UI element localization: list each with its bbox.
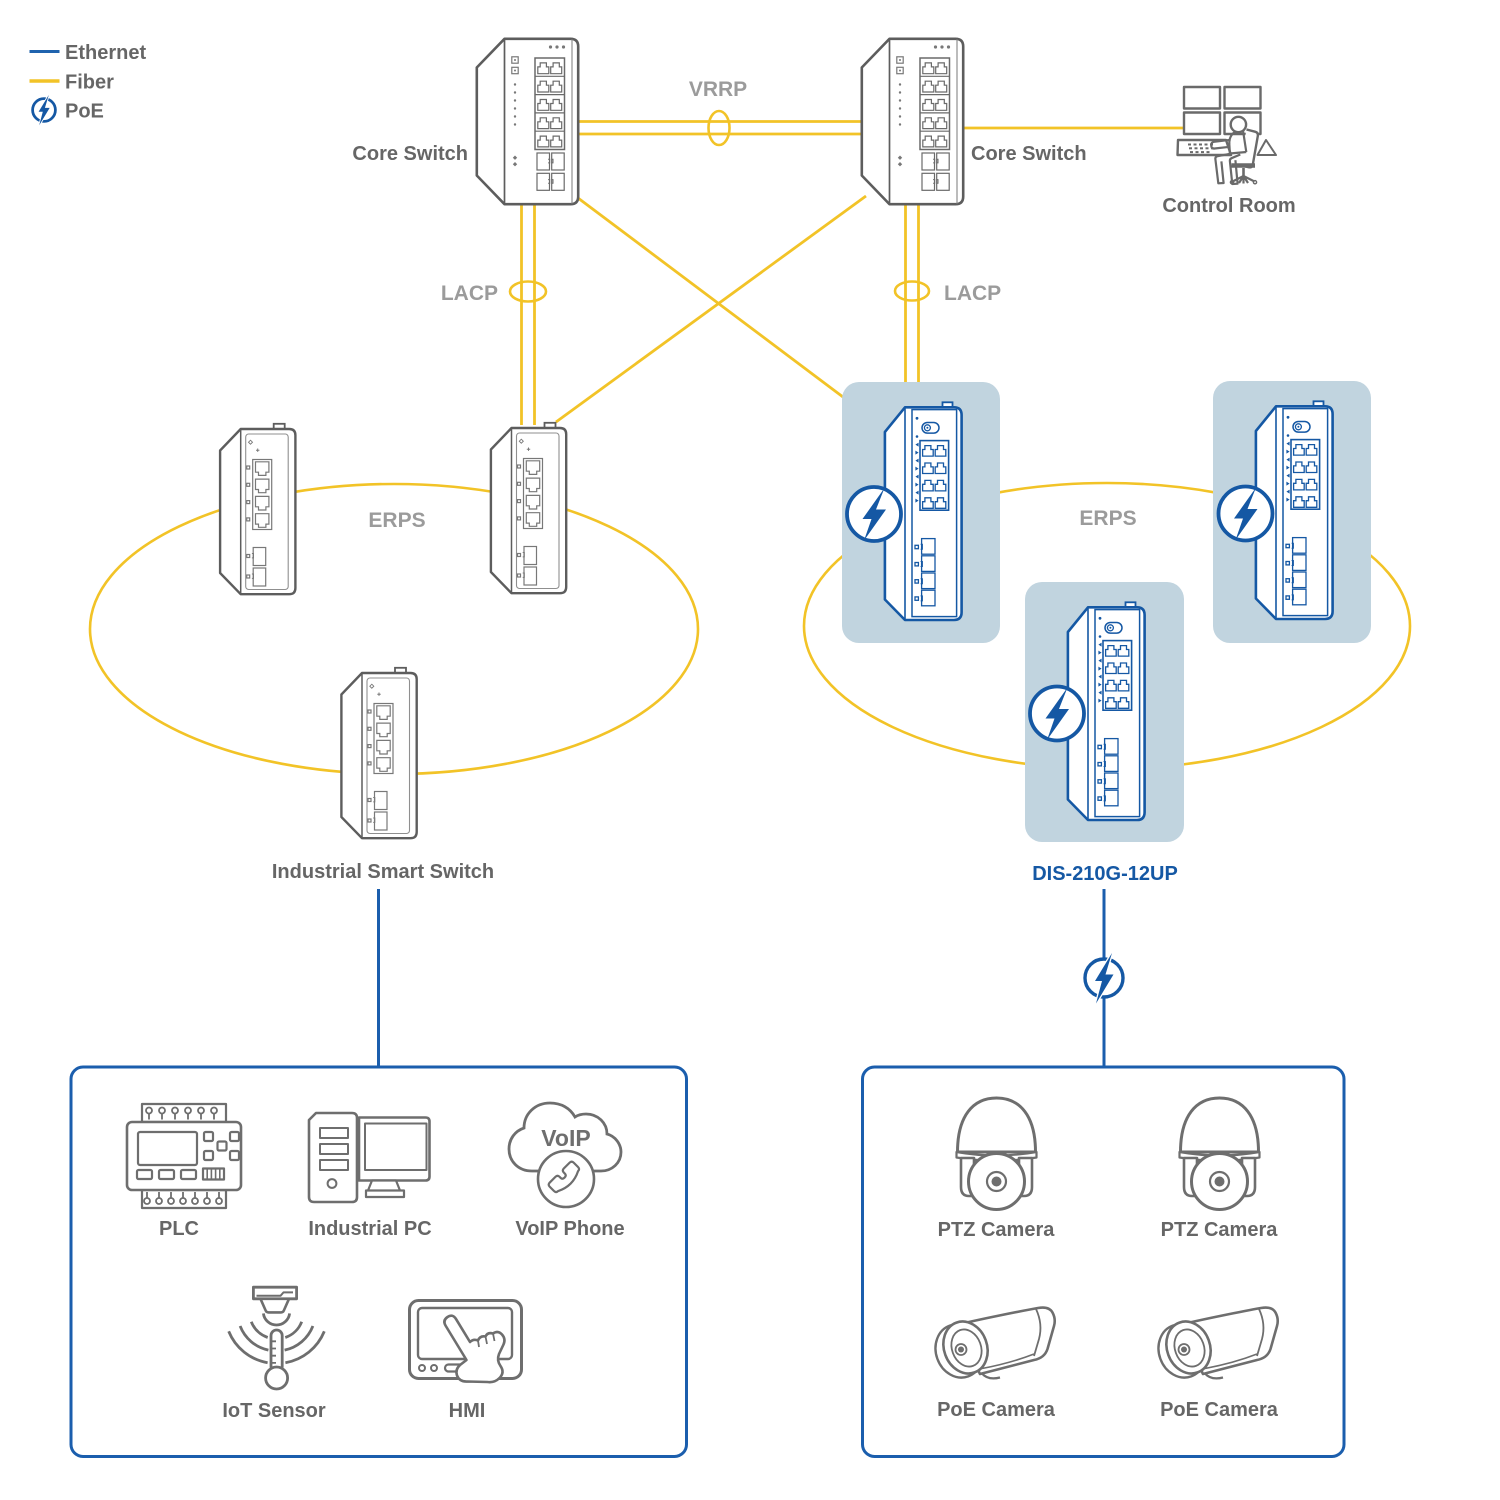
svg-text:PTZ Camera: PTZ Camera [938, 1219, 1056, 1241]
svg-text:IoT Sensor: IoT Sensor [222, 1400, 326, 1422]
svg-text:Control Room: Control Room [1162, 195, 1295, 217]
svg-text:LACP: LACP [441, 282, 498, 305]
svg-text:PoE Camera: PoE Camera [1160, 1399, 1279, 1421]
svg-text:Fiber: Fiber [65, 72, 114, 94]
svg-text:Core Switch: Core Switch [352, 143, 468, 165]
svg-text:Industrial Smart Switch: Industrial Smart Switch [272, 861, 494, 883]
svg-text:PoE Camera: PoE Camera [937, 1399, 1056, 1421]
svg-text:Core Switch: Core Switch [971, 143, 1087, 165]
svg-text:VoIP: VoIP [541, 1125, 590, 1151]
svg-text:HMI: HMI [449, 1400, 486, 1422]
svg-text:PoE: PoE [65, 101, 104, 123]
svg-text:Industrial PC: Industrial PC [308, 1218, 431, 1240]
svg-text:ERPS: ERPS [368, 509, 425, 532]
svg-text:LACP: LACP [944, 282, 1001, 305]
svg-text:PLC: PLC [159, 1218, 199, 1240]
svg-text:Ethernet: Ethernet [65, 42, 146, 64]
svg-text:PTZ Camera: PTZ Camera [1161, 1219, 1279, 1241]
svg-text:VoIP Phone: VoIP Phone [515, 1218, 624, 1240]
svg-text:DIS-210G-12UP: DIS-210G-12UP [1032, 863, 1178, 885]
svg-text:ERPS: ERPS [1079, 507, 1136, 530]
svg-text:VRRP: VRRP [689, 78, 747, 101]
